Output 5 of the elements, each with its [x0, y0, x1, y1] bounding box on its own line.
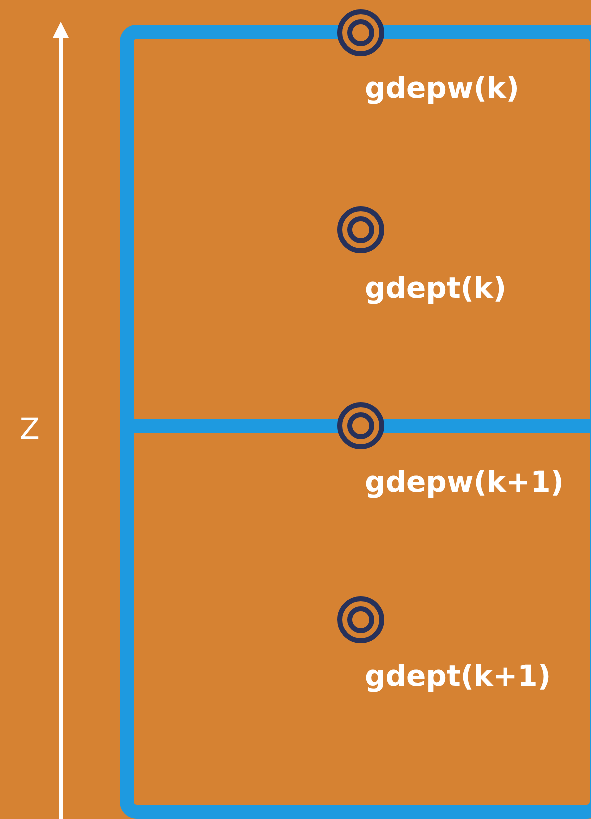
depth-label: gdept(k)	[365, 274, 507, 303]
axis-label: Z	[20, 415, 40, 444]
depth-label: gdepw(k)	[365, 74, 520, 103]
depth-label: gdept(k+1)	[365, 662, 552, 691]
depth-label: gdepw(k+1)	[365, 468, 564, 497]
